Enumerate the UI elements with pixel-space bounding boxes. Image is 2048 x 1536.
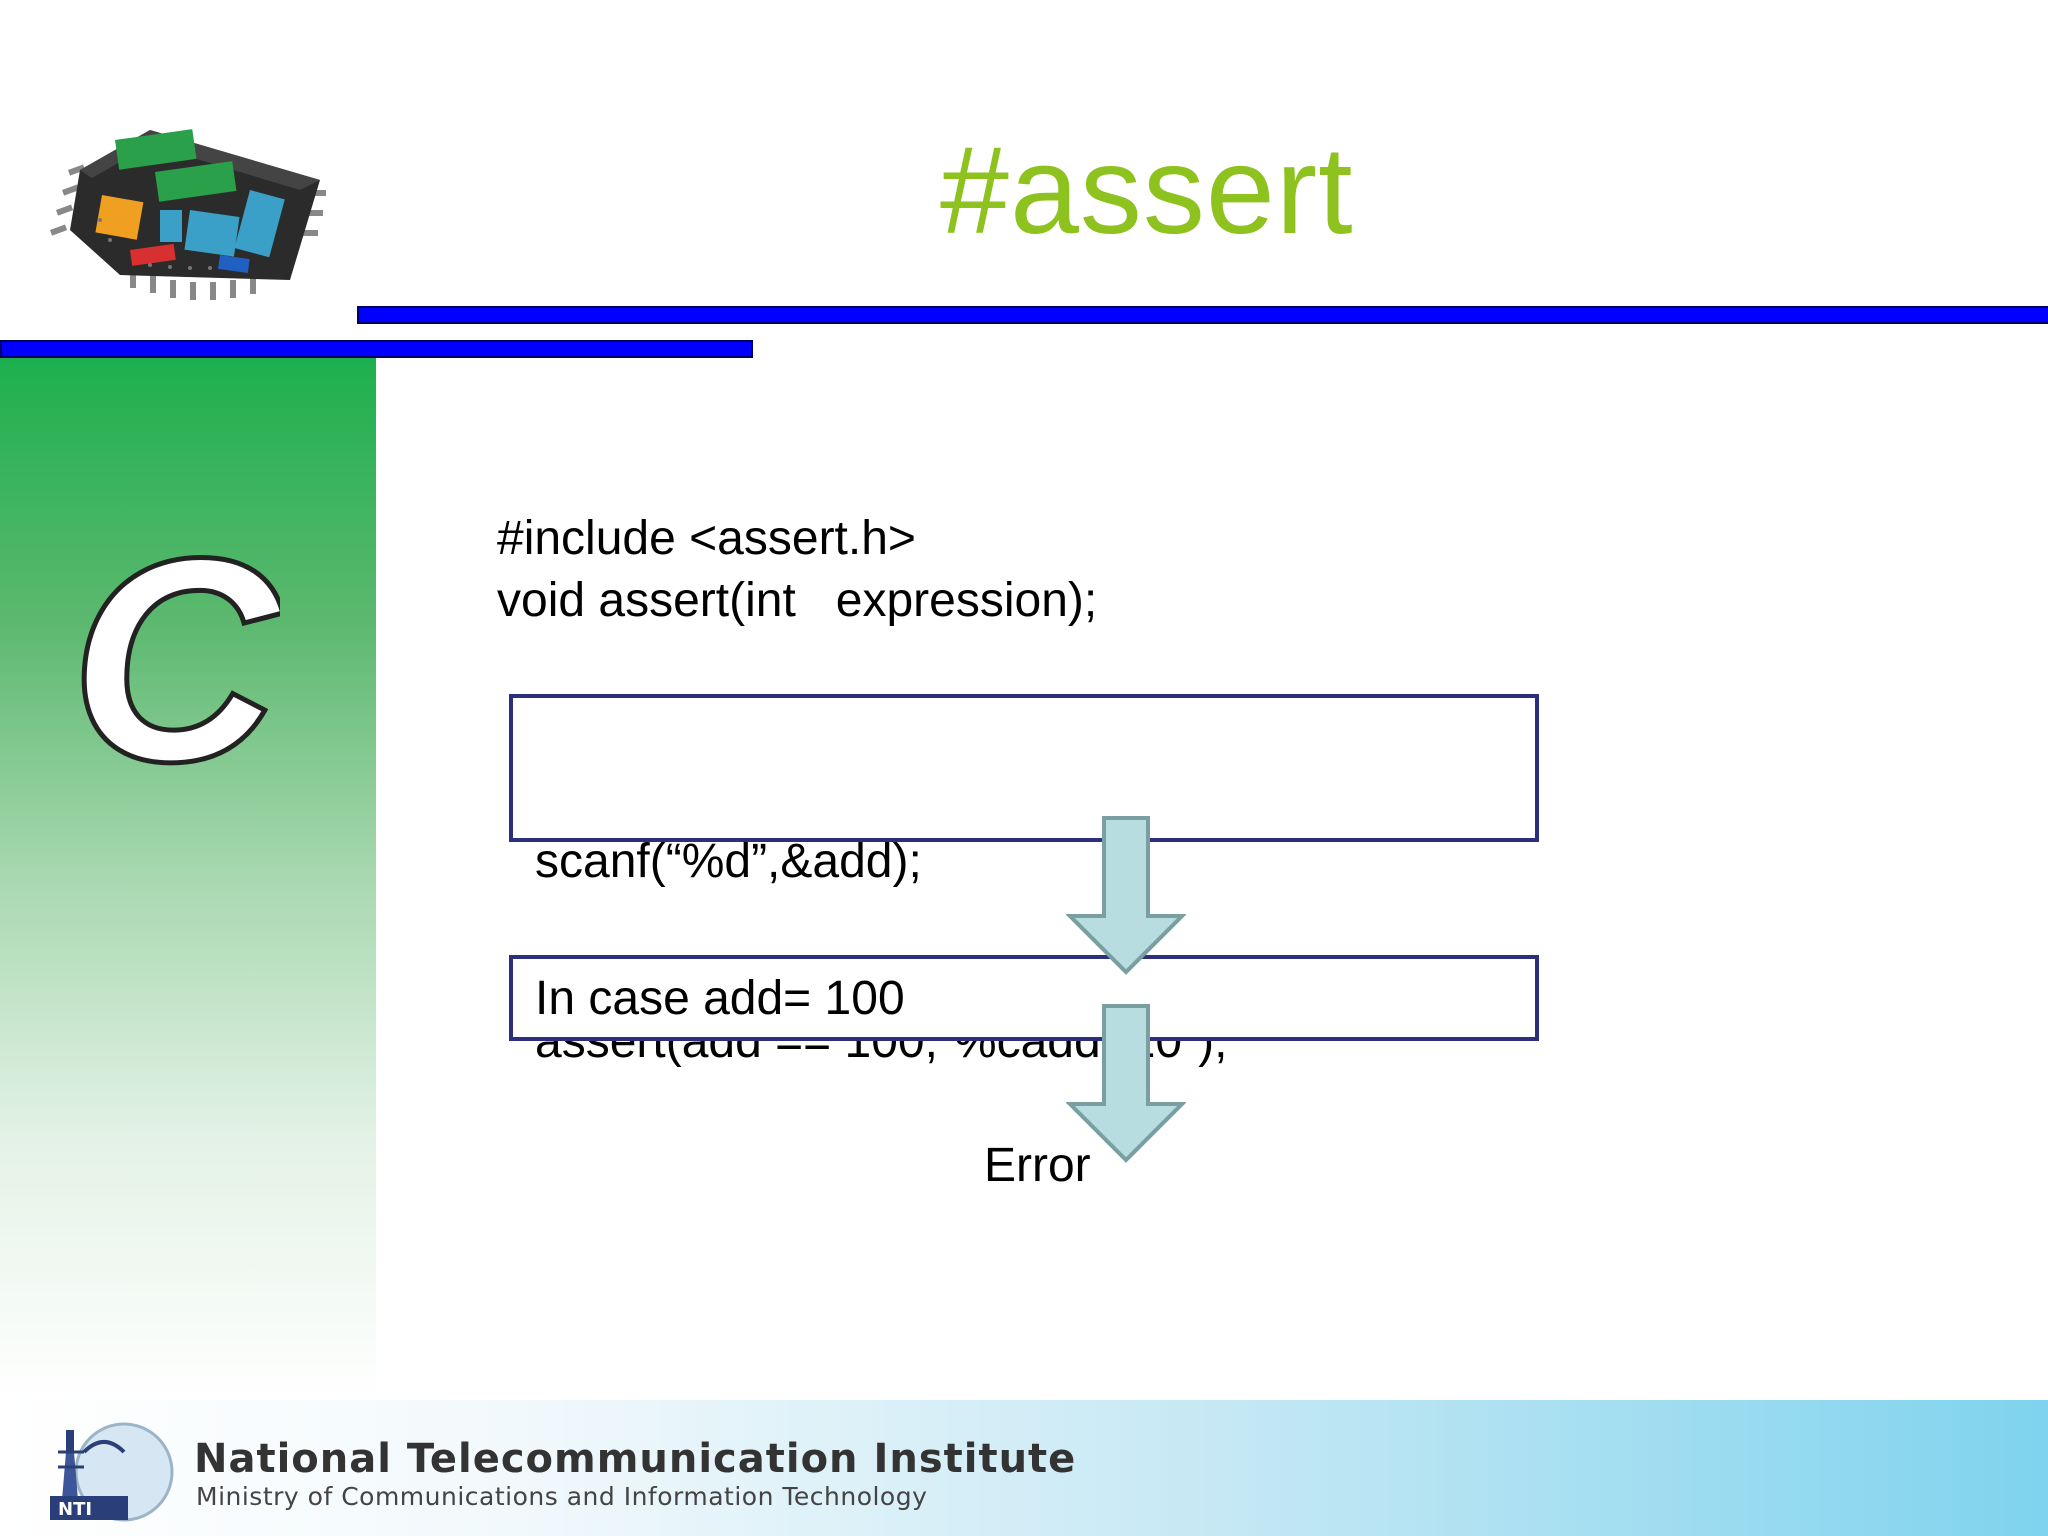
- nti-logo-text: NTI: [58, 1499, 92, 1520]
- organization-subtitle: Ministry of Communications and Informati…: [196, 1482, 928, 1511]
- code-declaration-line: void assert(int expression);: [497, 574, 1098, 627]
- error-label: Error: [984, 1139, 1091, 1192]
- down-arrow-icon: [1066, 816, 1186, 975]
- sidebar-letter: C: [70, 500, 280, 800]
- green-sidebar: [0, 358, 376, 1398]
- nti-logo-icon: NTI: [50, 1422, 174, 1522]
- footer-banner: [0, 1400, 2048, 1536]
- c-letter-logo: C: [68, 500, 281, 800]
- organization-name: National Telecommunication Institute: [194, 1436, 1077, 1482]
- code-example-box: scanf(“%d”,&add); assert(add == 100,”%ca…: [509, 694, 1539, 1068]
- down-arrow-icon: [1066, 1004, 1186, 1163]
- title-underline-bar: [357, 306, 2048, 324]
- function-signature: #include <assert.h> void assert(int expr…: [497, 508, 1097, 632]
- code-include-line: #include <assert.h>: [497, 512, 916, 565]
- condition-text: In case add= 100: [535, 972, 905, 1025]
- left-accent-bar: [0, 340, 753, 358]
- code-scanf-line: scanf(“%d”,&add);: [535, 835, 922, 888]
- condition-box: In case add= 100: [509, 955, 1539, 1041]
- microcontroller-chip-icon: [49, 129, 326, 300]
- slide-title: #assert: [940, 122, 1354, 260]
